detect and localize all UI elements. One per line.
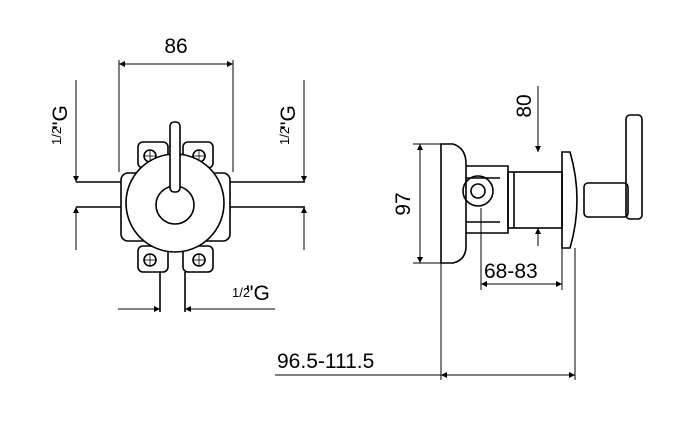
handle-lever <box>169 121 181 193</box>
side-view <box>440 114 643 264</box>
valve-body <box>466 165 509 234</box>
label-bottom-pipe: 1/2 "G <box>232 282 270 305</box>
cartridge-housing <box>507 171 563 229</box>
label-left-pipe: "G 1/2 <box>49 105 72 145</box>
left-pipe-mark: "G <box>49 105 72 129</box>
bottom-pipe-mark: "G <box>246 282 270 305</box>
bottom-pipe-frac: 1/2 <box>232 285 250 300</box>
left-pipe-frac: 1/2 <box>49 127 64 145</box>
handle-lever-side <box>625 114 643 220</box>
inlet-port-inner <box>470 183 486 199</box>
dim-side-height: 97 <box>392 192 415 215</box>
front-dimensions <box>73 60 307 312</box>
front-view <box>76 121 305 312</box>
right-pipe-mark: "G <box>277 105 300 129</box>
handle-stem <box>583 182 629 218</box>
inlet-port-outer <box>462 175 494 207</box>
dim-depth-range: 68-83 <box>484 260 538 283</box>
label-right-pipe: "G 1/2 <box>277 105 300 145</box>
dim-handle-height: 80 <box>513 94 536 117</box>
dim-total-depth: 96.5-111.5 <box>277 350 374 373</box>
right-pipe-frac: 1/2 <box>277 127 292 145</box>
wall-plate <box>440 143 467 264</box>
side-dimensions <box>275 86 576 380</box>
cover-side <box>561 151 578 249</box>
dim-width: 86 <box>164 35 187 58</box>
